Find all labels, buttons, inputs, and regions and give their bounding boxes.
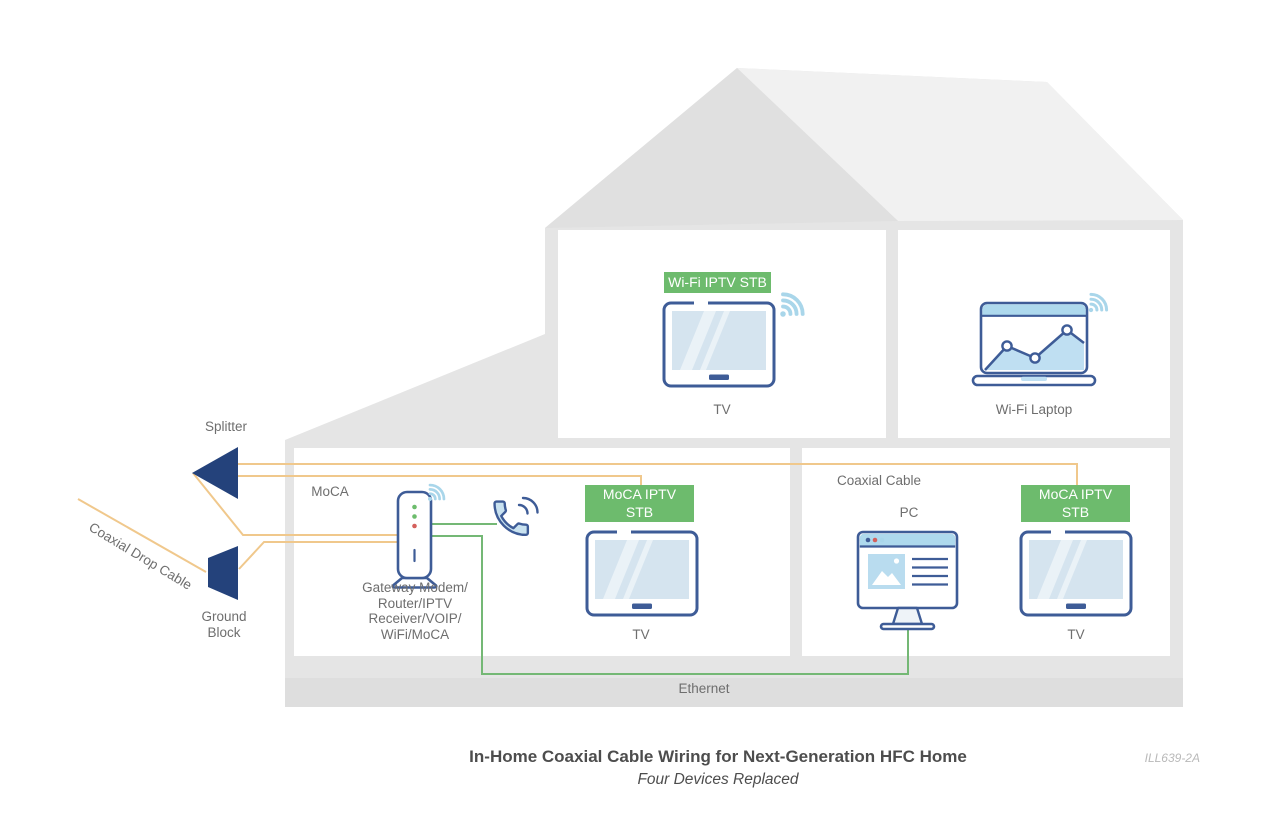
tv-label-upstairs: TV	[713, 402, 731, 417]
tv-label-gateway-room: TV	[632, 627, 650, 642]
gateway-modem-label: Gateway Modem/ Router/IPTV Receiver/VOIP…	[362, 580, 468, 642]
figure-code: ILL639-2A	[1144, 751, 1200, 765]
ethernet-label: Ethernet	[678, 681, 730, 696]
figure-title: In-Home Coaxial Cable Wiring for Next-Ge…	[469, 747, 967, 766]
figure-subtitle: Four Devices Replaced	[637, 771, 799, 788]
laptop-icon	[971, 301, 1097, 387]
wifi-laptop-label: Wi-Fi Laptop	[995, 402, 1073, 417]
moca-label: MoCA	[311, 484, 349, 499]
tv-icon-upstairs	[662, 299, 776, 388]
ground-block-label: Ground Block	[201, 609, 247, 640]
splitter-shape	[192, 447, 238, 499]
moca-iptv-stb-label-left: MoCA IPTV STB	[585, 485, 694, 522]
gateway-to-pc-ethernet-line	[428, 535, 909, 675]
ground-block-shape	[208, 546, 238, 600]
house-foundation	[285, 678, 1183, 707]
tv-label-pc-room: TV	[1067, 627, 1085, 642]
house-gable	[545, 68, 898, 228]
pc-icon	[856, 530, 959, 631]
room-gateway	[294, 448, 790, 656]
coaxial-cable-label: Coaxial Cable	[836, 473, 922, 488]
coax-drop-cable-line	[77, 498, 207, 573]
splitter-to-left-stb-line	[238, 475, 642, 487]
moca-iptv-stb-label-right: MoCA IPTV STB	[1021, 485, 1130, 522]
splitter-to-right-stb-line	[238, 463, 1078, 487]
phone-icon	[493, 496, 539, 537]
splitter-to-gateway-line	[192, 472, 401, 536]
wifi-iptv-stb-label: Wi-Fi IPTV STB	[664, 272, 771, 293]
house-roof-plane	[737, 68, 1183, 221]
tv-icon-gateway-room	[585, 528, 699, 617]
splitter-label: Splitter	[204, 419, 248, 434]
pc-label: PC	[899, 505, 919, 520]
gateway-modem-icon	[391, 490, 438, 589]
tv-icon-pc-room	[1019, 528, 1133, 617]
ground-block-to-gateway-line	[238, 541, 401, 570]
